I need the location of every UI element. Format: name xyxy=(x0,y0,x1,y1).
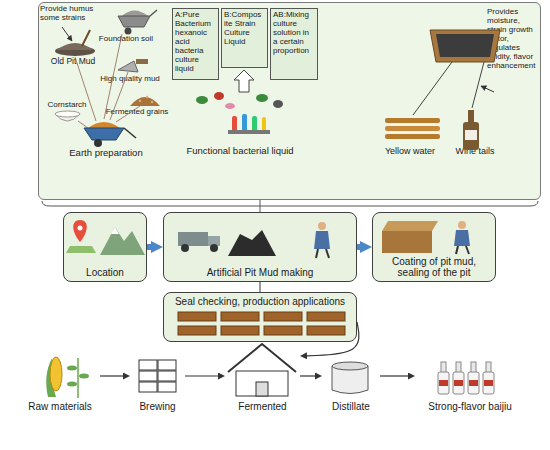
panel-label: Cornstarch xyxy=(42,101,92,110)
baijiu-bottle xyxy=(468,372,479,394)
process-step: Strong-flavor baijiu xyxy=(415,340,525,412)
culture-box: A:Pure Bacterium hexanoic acid bacteria … xyxy=(172,8,219,80)
house-door xyxy=(256,382,268,396)
panel-label: Wine tails xyxy=(446,146,504,156)
panel-label: Yellow water xyxy=(376,146,444,156)
step-label: Fermented xyxy=(238,401,286,412)
process-step: Brewing xyxy=(130,340,185,412)
box-label: Coating of pit mud, sealing of the pit xyxy=(377,256,491,278)
panel-label: Foundation soil xyxy=(95,35,157,44)
block-arrow xyxy=(147,244,151,250)
connector-arrow xyxy=(185,375,218,376)
bottle-label xyxy=(469,380,478,386)
panel-label: Provide humus some strains xyxy=(40,5,102,23)
bottle-label xyxy=(454,380,463,386)
brew-block xyxy=(139,382,157,392)
bottle-label xyxy=(484,380,493,386)
culture-text: AB:Mixing culture solution in a certain … xyxy=(273,11,315,56)
bottle-neck xyxy=(456,362,461,373)
baijiu-bottle xyxy=(453,372,464,394)
bracket xyxy=(42,201,538,206)
process-box: Location xyxy=(63,212,147,282)
baijiu-bottle xyxy=(483,372,494,394)
connector-arrow xyxy=(259,282,260,292)
material-panel: Provide humus some strainsFoundation soi… xyxy=(38,2,541,200)
bottle-neck xyxy=(486,362,491,373)
step-label: Raw materials xyxy=(28,401,91,412)
process-box: Seal checking, production applications xyxy=(163,292,357,342)
brew-block xyxy=(158,382,176,392)
culture-text: B:Compos ite Strain Culture Liquid xyxy=(224,11,265,47)
process-box: Coating of pit mud, sealing of the pit xyxy=(372,212,496,282)
connector-arrow xyxy=(100,375,123,376)
connector-arrow xyxy=(380,375,408,376)
corn-leaf xyxy=(46,358,56,397)
process-step: Fermented xyxy=(225,340,300,412)
plant-leaf xyxy=(67,366,77,371)
step-label: Strong-flavor baijiu xyxy=(428,401,511,412)
house-roof xyxy=(228,344,296,372)
culture-box: B:Compos ite Strain Culture Liquid xyxy=(221,8,268,68)
culture-text: A:Pure Bacterium hexanoic acid bacteria … xyxy=(175,11,216,74)
brew-block xyxy=(139,360,157,370)
box-label: Seal checking, production applications xyxy=(175,296,345,307)
plant-leaf xyxy=(67,382,77,387)
box-label: Artificial Pit Mud making xyxy=(207,267,314,278)
plant-leaf xyxy=(79,374,89,379)
baijiu-bottle xyxy=(438,372,449,394)
panel-label: Functional bacterial liquid xyxy=(165,146,315,157)
panel-label: Provides moisture, strain growth factor,… xyxy=(487,8,541,71)
plant-stem xyxy=(77,358,79,398)
corn-cob xyxy=(50,357,62,391)
brew-block xyxy=(139,371,157,381)
block-arrow xyxy=(357,244,360,250)
bottle-neck xyxy=(441,362,446,373)
step-label: Distillate xyxy=(332,401,370,412)
box-label: Location xyxy=(86,267,124,278)
panel-label: High quality mud xyxy=(98,75,162,84)
panel-label: Fermented grains xyxy=(104,108,170,117)
bottle-label xyxy=(439,380,448,386)
process-box: Artificial Pit Mud making xyxy=(163,212,357,282)
panel-label: Earth preparation xyxy=(62,148,150,159)
connector-arrow xyxy=(260,200,261,212)
process-step: Raw materials xyxy=(20,340,100,412)
process-step: Distillate xyxy=(322,340,380,412)
brew-block xyxy=(158,371,176,381)
panel-label: Old Pit Mud xyxy=(44,57,102,67)
house-wall xyxy=(236,371,288,396)
still-body xyxy=(332,366,368,394)
connector-arrow xyxy=(300,375,315,376)
bottle-neck xyxy=(471,362,476,373)
step-label: Brewing xyxy=(139,401,175,412)
still-top xyxy=(332,362,368,370)
culture-box: AB:Mixing culture solution in a certain … xyxy=(270,8,318,80)
brew-block xyxy=(158,360,176,370)
